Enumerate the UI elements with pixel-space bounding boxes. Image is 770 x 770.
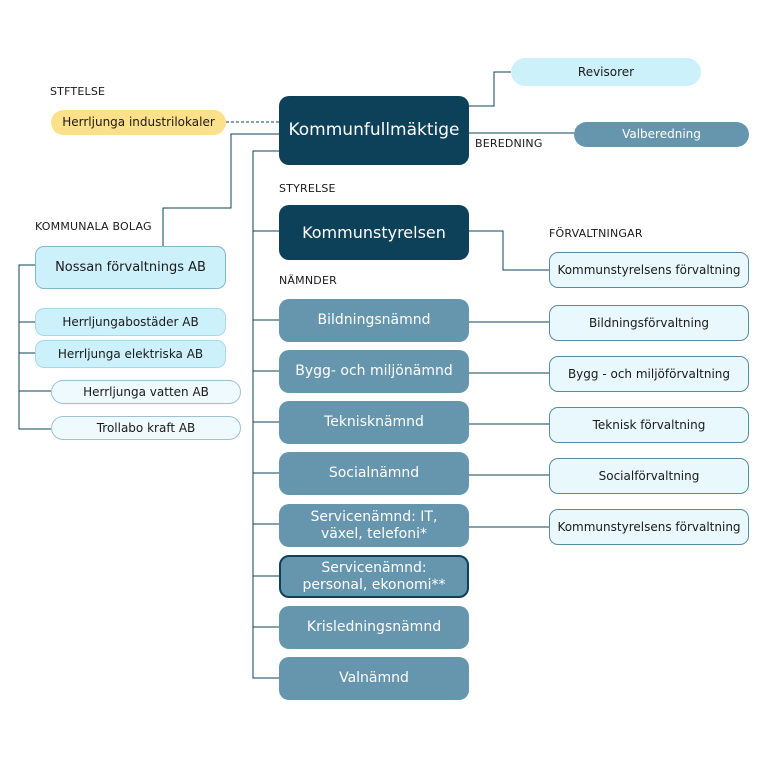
- namnd-box[interactable]: Teknisknämnd: [279, 401, 469, 444]
- namnd-box[interactable]: Servicenämnd: IT, växel, telefoni*: [279, 504, 469, 547]
- header-beredning: BEREDNING: [475, 137, 543, 150]
- bolag-parent-box[interactable]: Nossan förvaltnings AB: [35, 246, 226, 289]
- namnd-box[interactable]: Bygg- och miljönämnd: [279, 350, 469, 393]
- valberedning-box[interactable]: Valberedning: [574, 122, 749, 147]
- revisorer-box[interactable]: Revisorer: [511, 58, 701, 86]
- kommunstyrelsen-box[interactable]: Kommunstyrelsen: [279, 205, 469, 260]
- header-stiftelse: STFTELSE: [50, 85, 106, 98]
- namnd-box[interactable]: Bildningsnämnd: [279, 299, 469, 342]
- connector-ks-forvaltning: [469, 230, 549, 271]
- namnd-box[interactable]: Socialnämnd: [279, 452, 469, 495]
- forvaltning-box[interactable]: Kommunstyrelsens förvaltning: [549, 509, 749, 545]
- bolag-item-box[interactable]: Herrljunga elektriska AB: [35, 340, 226, 368]
- namnd-box[interactable]: Servicenämnd: personal, ekonomi**: [279, 555, 469, 598]
- header-forvaltningar: FÖRVALTNINGAR: [549, 227, 643, 240]
- connector-trunk: [252, 150, 279, 679]
- stiftelse-item-box[interactable]: Herrljunga industrilokaler: [51, 110, 226, 135]
- forvaltning-box[interactable]: Teknisk förvaltning: [549, 407, 749, 443]
- namnd-box[interactable]: Valnämnd: [279, 657, 469, 700]
- forvaltning-box[interactable]: Bildningsförvaltning: [549, 305, 749, 341]
- kommunfullmaktige-box[interactable]: Kommunfullmäktige: [279, 96, 469, 165]
- forvaltning-box[interactable]: Kommunstyrelsens förvaltning: [549, 252, 749, 288]
- forvaltning-box[interactable]: Bygg - och miljöförvaltning: [549, 356, 749, 392]
- namnd-box[interactable]: Krisledningsnämnd: [279, 606, 469, 649]
- forvaltning-box[interactable]: Socialförvaltning: [549, 458, 749, 494]
- connector-bolag-tree: [18, 264, 51, 430]
- connector-revisorer: [469, 71, 511, 107]
- header-namnder: NÄMNDER: [279, 274, 337, 287]
- header-kommunala-bolag: KOMMUNALA BOLAG: [35, 220, 152, 233]
- bolag-item-box[interactable]: Herrljunga vatten AB: [51, 380, 241, 404]
- header-styrelse: STYRELSE: [279, 182, 336, 195]
- connector-bolag: [162, 133, 279, 246]
- bolag-item-box[interactable]: Trollabo kraft AB: [51, 416, 241, 440]
- bolag-item-box[interactable]: Herrljungabostäder AB: [35, 308, 226, 336]
